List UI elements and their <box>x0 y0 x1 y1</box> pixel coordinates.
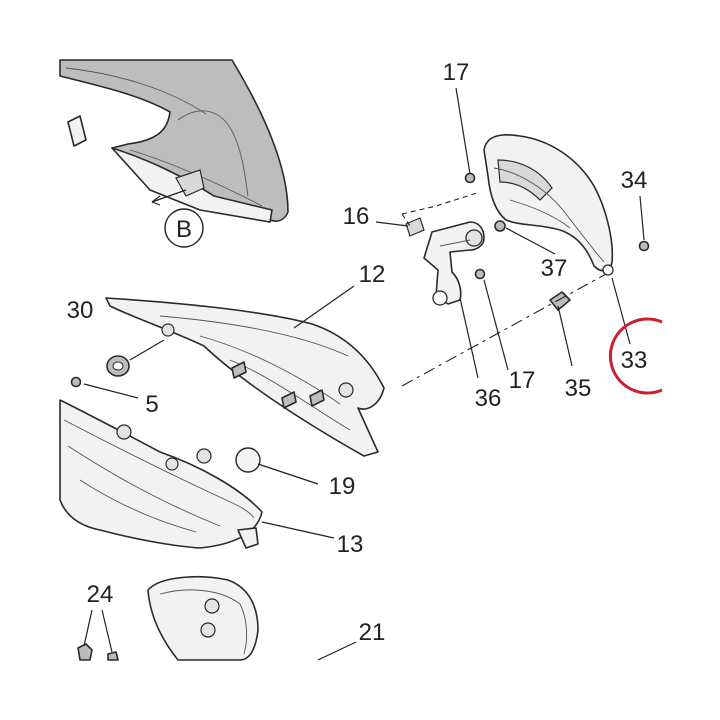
callout-30: 30 <box>67 297 94 324</box>
callout-13: 13 <box>337 531 364 558</box>
grommet-30-part <box>106 339 165 377</box>
highlight-circle <box>608 317 663 395</box>
tail-side-panel-part <box>105 297 385 457</box>
callout-34: 34 <box>621 167 648 194</box>
washer-37-part <box>494 220 506 232</box>
callout-36: 36 <box>475 385 502 412</box>
tail-light-part <box>147 576 259 661</box>
callout-5: 5 <box>145 391 158 418</box>
screw-5-part <box>70 376 82 388</box>
callout-33: 33 <box>621 347 648 374</box>
upper-fairing-part <box>59 59 289 223</box>
lever-bracket-part <box>423 221 485 306</box>
callout-24: 24 <box>87 581 114 608</box>
callout-17-mid: 17 <box>509 367 536 394</box>
callout-19: 19 <box>329 473 356 500</box>
screw-17-mid-part <box>474 268 486 280</box>
cap-19-part <box>235 447 261 473</box>
screw-17-top-part <box>464 172 476 184</box>
bolt-35-part <box>549 291 571 311</box>
leader-lines <box>83 87 645 661</box>
tail-bracket-part <box>483 134 614 276</box>
view-marker-b: B <box>164 208 204 248</box>
tail-lower-panel-part <box>59 399 263 549</box>
callout-35: 35 <box>565 375 592 402</box>
callouts: 17 34 16 37 12 30 33 17 36 35 5 19 13 24… <box>67 59 648 646</box>
callout-12: 12 <box>359 261 386 288</box>
clip-16-part <box>405 217 425 237</box>
callout-16: 16 <box>343 203 370 230</box>
callout-17-top: 17 <box>443 59 470 86</box>
view-marker-label: B <box>176 216 192 243</box>
callout-37: 37 <box>541 255 568 282</box>
screw-34-part <box>638 240 650 252</box>
callout-21: 21 <box>359 619 386 646</box>
